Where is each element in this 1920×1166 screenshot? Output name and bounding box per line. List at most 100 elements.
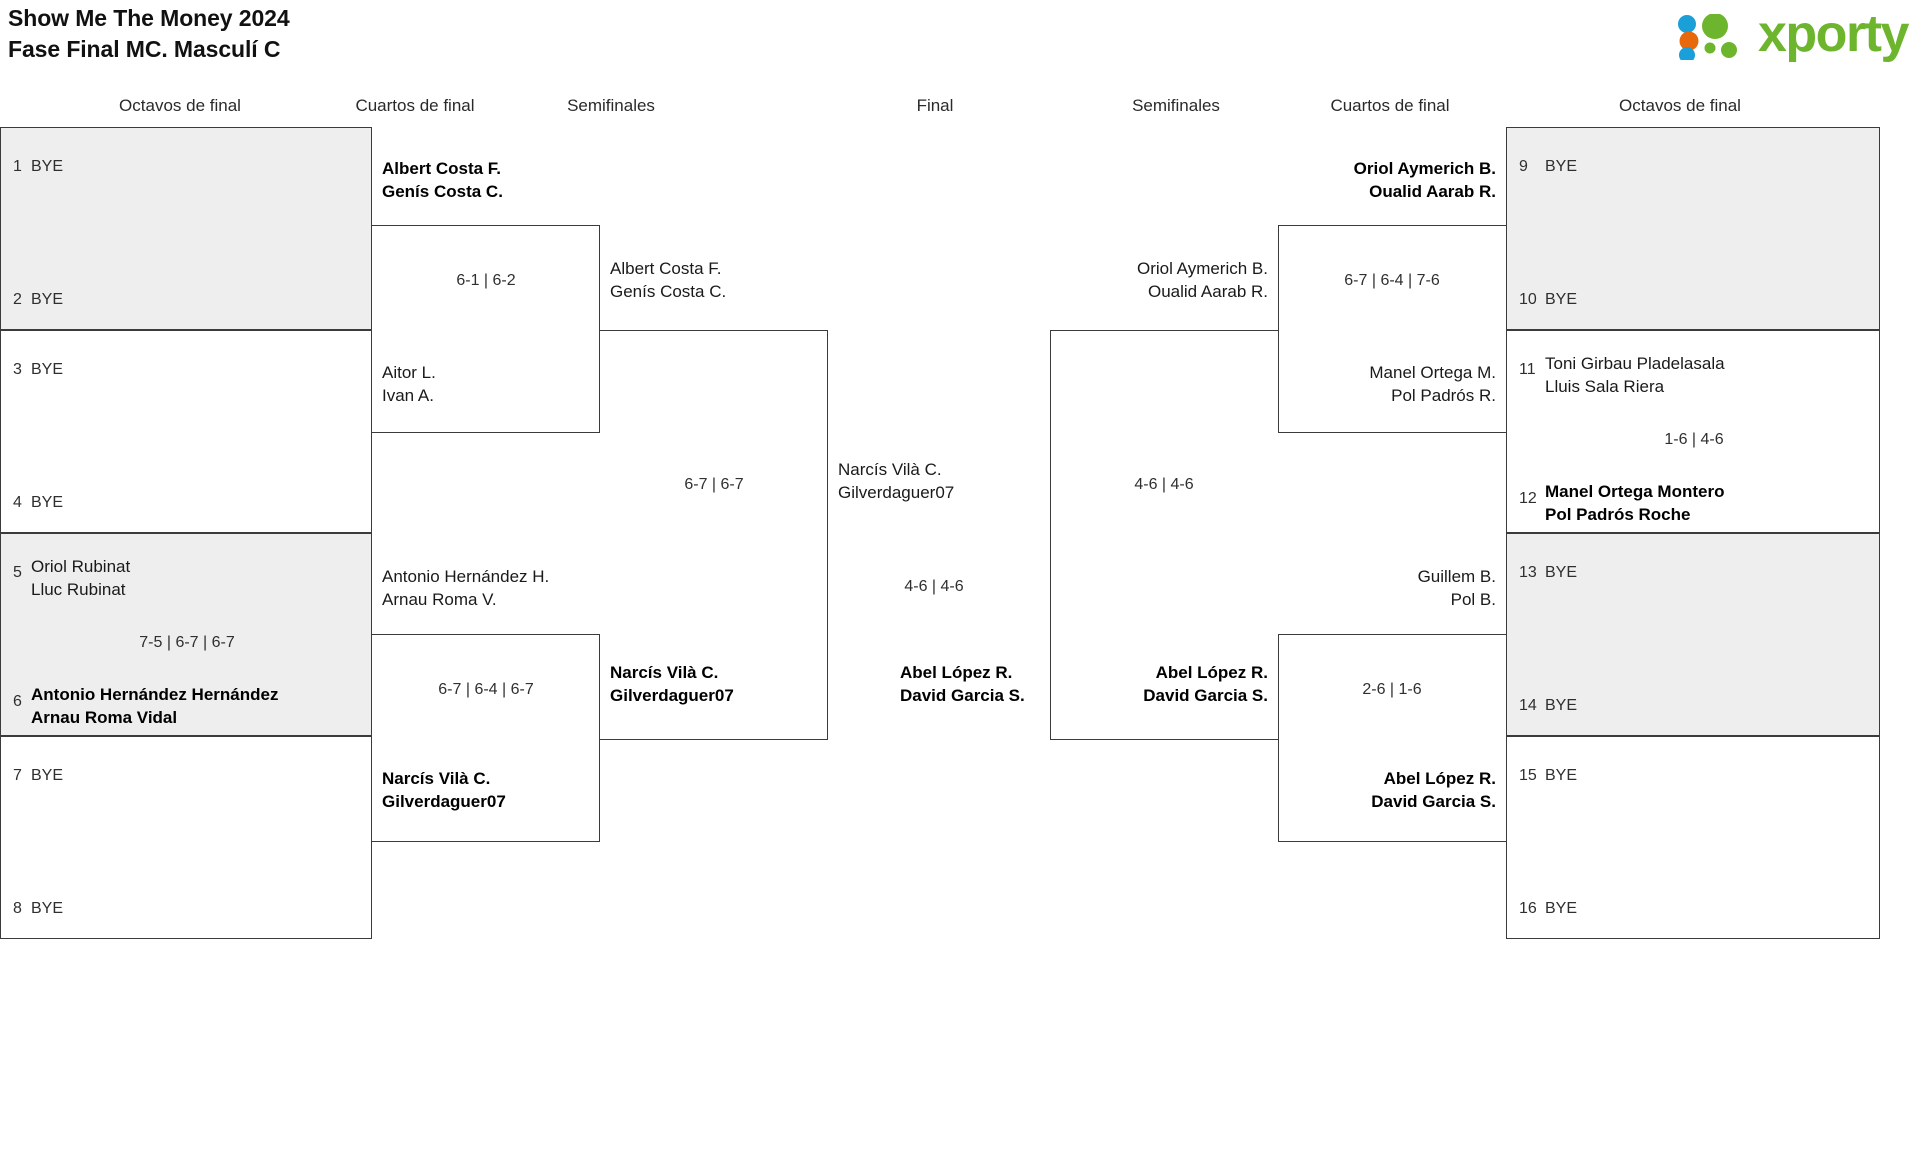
player-name: Pol Padrós Roche <box>1545 505 1691 524</box>
player-name: Lluc Rubinat <box>31 580 126 599</box>
bracket-slot-right-15-16[interactable]: 15 BYE 16 BYE <box>1506 736 1880 939</box>
round-header-right-r16: Octavos de final <box>1619 96 1741 115</box>
match-score: 2-6 | 1-6 <box>1362 681 1422 698</box>
player-name: BYE <box>31 900 64 917</box>
bracket-slot-right-13-14[interactable]: 13 BYE 14 BYE <box>1506 533 1880 736</box>
round-header-left-qf: Cuartos de final <box>355 96 475 115</box>
player-name: Oualid Aarab R. <box>1369 182 1496 201</box>
player-name: Oriol Aymerich B. <box>1353 159 1496 178</box>
seed-number: 7 <box>13 767 22 784</box>
player-name: BYE <box>1545 697 1578 714</box>
player-name: Oriol Aymerich B. <box>1136 259 1268 278</box>
player-name: BYE <box>31 361 64 378</box>
player-name: Antonio Hernández H. <box>382 567 550 586</box>
match-score: 1-6 | 4-6 <box>1664 431 1724 448</box>
player-name: Aitor L. <box>382 363 436 382</box>
player-name: Lluis Sala Riera <box>1545 377 1665 396</box>
bracket-slot-right-11-12[interactable]: 11 Toni Girbau Pladelasala Lluis Sala Ri… <box>1506 330 1880 533</box>
seed-number: 15 <box>1519 767 1537 784</box>
tournament-phase: Fase Final MC. Masculí C <box>8 35 281 62</box>
round-header-final: Final <box>916 96 954 115</box>
seed-number: 11 <box>1519 361 1536 378</box>
player-name: BYE <box>31 291 64 308</box>
round-header-right-sf: Semifinales <box>1132 96 1220 115</box>
seed-number: 2 <box>13 291 22 308</box>
match-score: 6-7 | 6-4 | 6-7 <box>438 681 534 698</box>
match-score: 4-6 | 4-6 <box>1134 476 1194 493</box>
round-header-left-sf: Semifinales <box>567 96 655 115</box>
bracket-slot-left-1-2[interactable]: 1 BYE 2 BYE <box>0 127 372 330</box>
seed-number: 5 <box>13 564 22 581</box>
player-name: Genís Costa C. <box>382 182 503 201</box>
match-score-final: 4-6 | 4-6 <box>904 578 964 595</box>
player-name: Oriol Rubinat <box>31 557 131 576</box>
seed-number: 14 <box>1519 697 1537 714</box>
page-header: Show Me The Money 2024 Fase Final MC. Ma… <box>0 0 1920 78</box>
player-name: BYE <box>31 767 64 784</box>
player-name: Pol B. <box>1450 590 1496 609</box>
player-name-final-bottom: David Garcia S. <box>900 686 1025 705</box>
connector-right-qf-1 <box>1278 225 1506 433</box>
player-name: Antonio Hernández Hernández <box>31 685 279 704</box>
match-score: 6-1 | 6-2 <box>456 272 516 289</box>
player-name-final-bottom: Abel López R. <box>900 663 1013 682</box>
player-name: Narcís Vilà C. <box>382 769 491 788</box>
bracket-slot-right-9-10[interactable]: 9 BYE 10 BYE <box>1506 127 1880 330</box>
bracket-slot-left-7-8[interactable]: 7 BYE 8 BYE <box>0 736 372 939</box>
player-name-final-top: Narcís Vilà C. <box>838 460 942 479</box>
seed-number: 8 <box>13 900 22 917</box>
player-name: Oualid Aarab R. <box>1147 282 1268 301</box>
player-name: BYE <box>31 494 64 511</box>
player-name: Abel López R. <box>1155 663 1268 682</box>
player-name: BYE <box>1545 158 1578 175</box>
match-score: 7-5 | 6-7 | 6-7 <box>139 634 235 651</box>
seed-number: 1 <box>13 158 22 175</box>
connector-left-qf-2 <box>372 634 600 842</box>
logo-wordmark: xporty <box>1758 5 1909 63</box>
bracket-slot-left-3-4[interactable]: 3 BYE 4 BYE <box>0 330 372 533</box>
seed-number: 6 <box>13 693 22 710</box>
player-name: Gilverdaguer07 <box>382 792 506 811</box>
page-title: Show Me The Money 2024 Fase Final MC. Ma… <box>8 3 290 64</box>
player-name: David Garcia S. <box>1371 792 1496 811</box>
round-header-right-qf: Cuartos de final <box>1330 96 1450 115</box>
player-name: Manel Ortega Montero <box>1545 482 1725 501</box>
seed-number: 13 <box>1519 564 1537 581</box>
player-name: Manel Ortega M. <box>1369 363 1496 382</box>
player-name: Narcís Vilà C. <box>610 663 719 682</box>
player-name: Arnau Roma Vidal <box>31 708 178 727</box>
player-name: Guillem B. <box>1417 567 1496 586</box>
player-name: Genís Costa C. <box>610 282 727 301</box>
connector-left-sf <box>600 330 828 740</box>
round-header-left-r16: Octavos de final <box>119 96 241 115</box>
bracket-slot-left-5-6[interactable]: 5 Oriol Rubinat Lluc Rubinat 7-5 | 6-7 |… <box>0 533 372 736</box>
match-score: 6-7 | 6-7 <box>684 476 744 493</box>
player-name-final-top: Gilverdaguer07 <box>838 483 955 502</box>
player-name: Arnau Roma V. <box>382 590 497 609</box>
player-name: Ivan A. <box>382 386 434 405</box>
player-name: David Garcia S. <box>1143 686 1268 705</box>
seed-number: 4 <box>13 494 22 511</box>
player-name: BYE <box>31 158 64 175</box>
seed-number: 10 <box>1519 291 1537 308</box>
logo-dots-icon <box>1678 14 1737 60</box>
player-name: BYE <box>1545 767 1578 784</box>
match-score: 6-7 | 6-4 | 7-6 <box>1344 272 1440 289</box>
player-name: BYE <box>1545 900 1578 917</box>
player-name: Toni Girbau Pladelasala <box>1545 354 1725 373</box>
player-name: Gilverdaguer07 <box>610 686 734 705</box>
seed-number: 9 <box>1519 158 1528 175</box>
player-name: Pol Padrós R. <box>1391 386 1496 405</box>
player-name: Albert Costa F. <box>382 159 502 178</box>
player-name: BYE <box>1545 291 1578 308</box>
player-name: Abel López R. <box>1383 769 1496 788</box>
connector-right-sf <box>1050 330 1278 740</box>
seed-number: 12 <box>1519 490 1537 507</box>
xporty-logo[interactable]: xporty <box>1674 5 1909 64</box>
connector-right-qf-2 <box>1278 634 1506 842</box>
player-name: Albert Costa F. <box>610 259 722 278</box>
seed-number: 16 <box>1519 900 1537 917</box>
tournament-name: Show Me The Money 2024 <box>8 5 290 31</box>
player-name: BYE <box>1545 564 1578 581</box>
